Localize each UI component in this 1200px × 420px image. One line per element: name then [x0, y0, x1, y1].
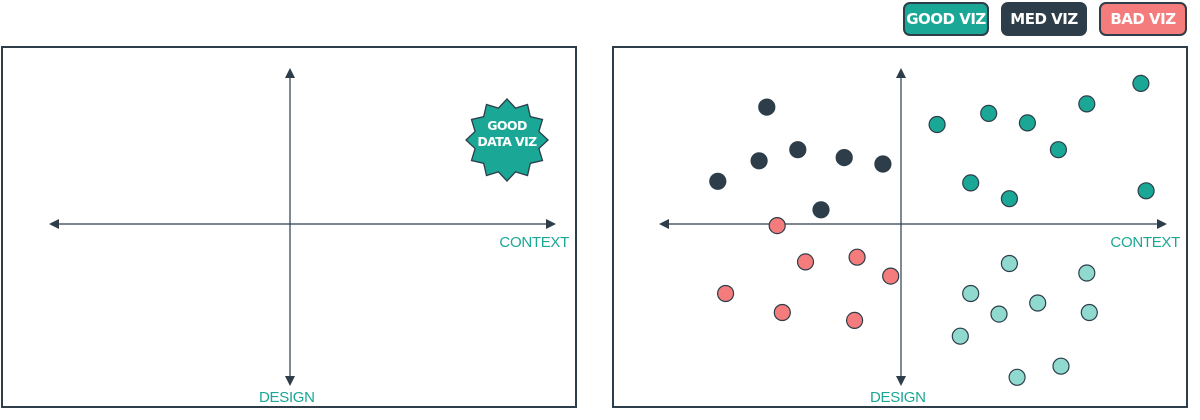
point-series-2-2	[848, 248, 866, 266]
point-series-2-0	[768, 217, 786, 235]
y-axis-label: DESIGN	[259, 389, 315, 406]
legend-med-viz: MED VIZ	[1001, 2, 1087, 36]
point-series-1-4	[874, 155, 892, 173]
star-badge-icon	[465, 98, 549, 182]
point-series-3-5	[1080, 303, 1098, 322]
point-series-3-8	[1008, 368, 1026, 386]
point-series-2-4	[716, 284, 735, 303]
right-quadrant-scatter: CONTEXT DESIGN	[612, 46, 1188, 408]
point-series-2-3	[882, 267, 900, 285]
point-series-3-2	[962, 284, 980, 303]
legend: GOOD VIZ MED VIZ BAD VIZ	[0, 2, 1200, 36]
scatter-plot	[659, 68, 1167, 386]
point-series-1-0	[758, 98, 776, 116]
point-series-0-7	[1000, 190, 1018, 208]
point-series-1-5	[709, 172, 727, 190]
badge-line-2: DATA VIZ	[477, 134, 537, 149]
point-series-0-0	[1132, 74, 1150, 93]
good-data-viz-badge: GOOD DATA VIZ	[465, 98, 549, 182]
point-series-0-1	[1078, 95, 1096, 113]
point-series-0-5	[1049, 141, 1067, 159]
point-series-3-0	[1000, 254, 1018, 273]
point-series-0-4	[928, 115, 946, 134]
legend-bad-viz: BAD VIZ	[1099, 2, 1187, 36]
y-axis-label: DESIGN	[870, 389, 926, 406]
point-series-1-2	[750, 152, 768, 170]
badge-line-1: GOOD	[487, 118, 527, 133]
point-series-2-5	[773, 303, 791, 322]
legend-good-viz: GOOD VIZ	[903, 2, 989, 36]
point-series-2-6	[846, 311, 864, 329]
point-series-2-1	[796, 253, 815, 271]
data-points	[709, 74, 1155, 386]
point-series-3-6	[951, 327, 969, 345]
point-series-1-1	[789, 141, 807, 159]
point-series-1-3	[835, 148, 853, 167]
point-series-3-7	[1052, 357, 1070, 375]
point-series-3-1	[1078, 264, 1096, 282]
point-series-0-8	[1137, 182, 1155, 200]
left-axes	[49, 68, 556, 386]
point-series-0-2	[980, 104, 998, 123]
left-quadrant-panel: GOOD DATA VIZ CONTEXT DESIGN	[1, 46, 577, 408]
point-series-0-6	[962, 174, 980, 192]
point-series-3-4	[990, 305, 1008, 323]
point-series-0-3	[1018, 114, 1036, 132]
point-series-3-3	[1029, 294, 1047, 312]
point-series-1-6	[812, 201, 830, 219]
x-axis-label: CONTEXT	[499, 234, 569, 251]
x-axis-label: CONTEXT	[1110, 234, 1180, 251]
